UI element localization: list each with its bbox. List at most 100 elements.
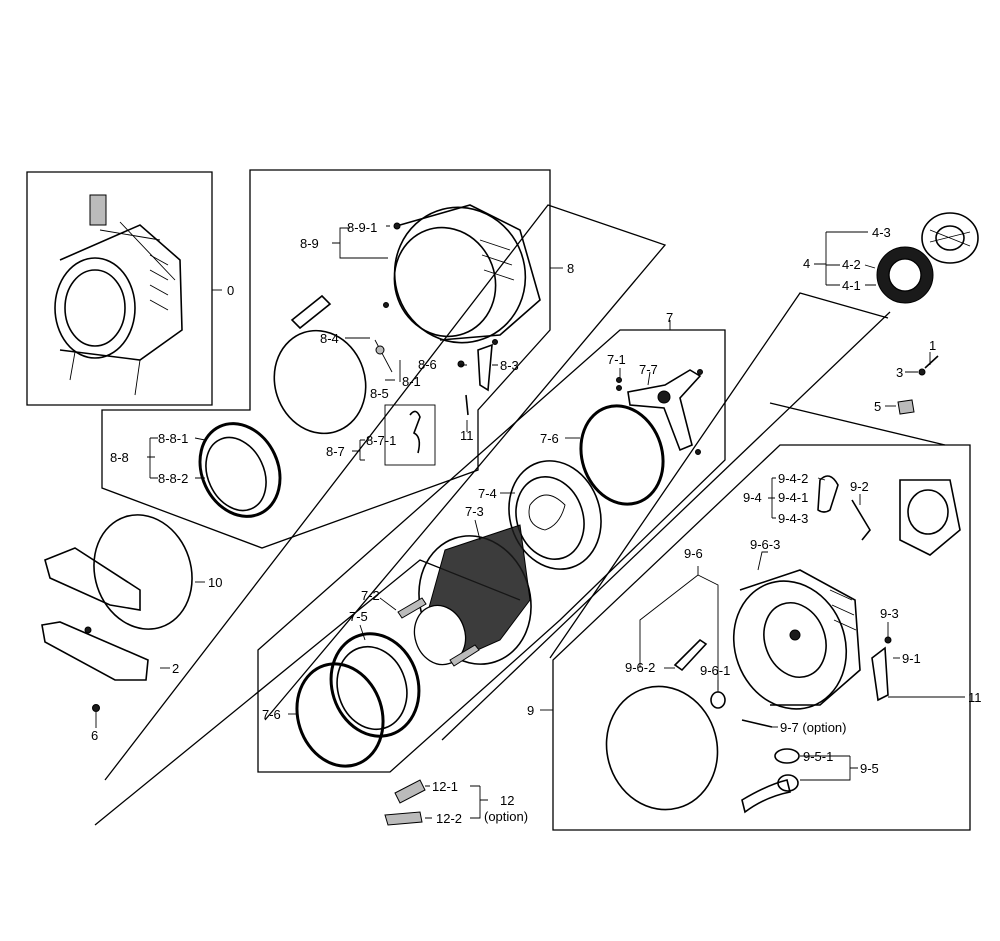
label-8-6: 8-6 — [418, 357, 437, 372]
ring-7-6-upper — [579, 404, 665, 506]
diagonal-guide-1 — [104, 204, 667, 781]
label-8-4: 8-4 — [320, 331, 339, 346]
label-9-7: 9-7 (option) — [780, 720, 846, 735]
drum-7-3 — [413, 524, 532, 666]
label-9-3: 9-3 — [880, 606, 899, 621]
diagonal-guide-4 — [769, 402, 946, 446]
screw-upper — [84, 626, 92, 634]
label-8-8: 8-8 — [110, 450, 129, 465]
label-7-4: 7-4 — [478, 486, 497, 501]
label-11-right: 11 — [968, 690, 982, 705]
seal-part-10 — [93, 514, 193, 630]
label-9-4-1: 9-4-1 — [778, 490, 808, 505]
label-9-5: 9-5 — [860, 761, 879, 776]
label-9-2: 9-2 — [850, 479, 869, 494]
pulley-4-3 — [921, 212, 979, 264]
label-8-8-1: 8-8-1 — [158, 431, 188, 446]
label-12-option: (option) — [484, 809, 528, 824]
lifter-7-2 — [397, 597, 480, 667]
screw-1 — [924, 355, 939, 369]
label-10: 10 — [208, 575, 222, 590]
label-7-6-lower: 7-6 — [262, 707, 281, 722]
label-8-1: 8-1 — [402, 374, 421, 389]
label-9-4-3: 9-4-3 — [778, 511, 808, 526]
damper-8-3 — [457, 339, 498, 392]
spider-7-7 — [627, 369, 703, 455]
diagonal-guide-3 — [441, 311, 891, 741]
hinge-8-4 — [290, 294, 393, 373]
leader-lines — [95, 225, 965, 819]
label-4-1: 4-1 — [842, 278, 861, 293]
stator-4-2 — [876, 246, 934, 304]
tub-rear-part-9 — [732, 569, 861, 710]
label-12-2: 12-2 — [436, 811, 462, 826]
label-2: 2 — [172, 661, 179, 676]
label-8-5: 8-5 — [370, 386, 389, 401]
label-4-2: 4-2 — [842, 257, 861, 272]
label-1: 1 — [929, 338, 936, 353]
heater-bracket-9-4 — [817, 475, 871, 541]
label-8-7: 8-7 — [326, 444, 345, 459]
door-ring-8-8-outer — [198, 422, 282, 518]
bracket-part-2 — [41, 621, 149, 681]
label-5: 5 — [874, 399, 881, 414]
sensor-9-6-2 — [673, 638, 708, 672]
bracket-upper — [44, 547, 141, 611]
label-7-6-upper: 7-6 — [540, 431, 559, 446]
heater-9-7 — [741, 719, 773, 728]
door-ring-8-8-inner — [205, 436, 267, 512]
label-7-2: 7-2 — [361, 588, 380, 603]
ring-7-5 — [329, 632, 421, 738]
screw-6 — [92, 704, 100, 712]
label-8-8-2: 8-8-2 — [158, 471, 188, 486]
rear-cover-9-6-3 — [899, 479, 961, 556]
label-9-5-1: 9-5-1 — [803, 749, 833, 764]
group-9-frame — [552, 444, 971, 831]
tub-assembly-part-0 — [54, 194, 183, 396]
label-12: 12 — [500, 793, 514, 808]
seal-9-6 — [605, 685, 719, 811]
label-8-3: 8-3 — [500, 358, 519, 373]
bolt-3 — [918, 368, 926, 376]
clip-12-1 — [394, 779, 426, 804]
label-4-3: 4-3 — [872, 225, 891, 240]
label-9-4: 9-4 — [743, 490, 762, 505]
gasket-9-6-1 — [710, 691, 726, 709]
group-7-frame — [257, 329, 726, 773]
label-8-9-1: 8-9-1 — [347, 220, 377, 235]
label-7: 7 — [666, 310, 673, 325]
label-9-6: 9-6 — [684, 546, 703, 561]
label-0: 0 — [227, 283, 234, 298]
damper-9-1 — [871, 646, 889, 702]
screw-11 — [465, 394, 469, 416]
label-6: 6 — [91, 728, 98, 743]
bolt-7-1 — [616, 377, 622, 391]
sensor-box-8-7 — [384, 404, 436, 466]
label-9: 9 — [527, 703, 534, 718]
gasket-8-5 — [273, 329, 367, 435]
group-0-frame — [26, 171, 213, 406]
tub-front-part-8 — [393, 204, 541, 344]
label-8: 8 — [567, 261, 574, 276]
label-11-top: 11 — [460, 428, 474, 443]
diagonal-guide-2 — [549, 292, 889, 659]
clip-12-2 — [384, 811, 423, 826]
label-9-1: 9-1 — [902, 651, 921, 666]
label-8-7-1: 8-7-1 — [366, 433, 396, 448]
label-7-3: 7-3 — [465, 504, 484, 519]
label-8-9: 8-9 — [300, 236, 319, 251]
hardware-8-9-1 — [393, 222, 401, 230]
label-9-6-2: 9-6-2 — [625, 660, 655, 675]
label-7-7: 7-7 — [639, 362, 658, 377]
group-8-frame — [101, 169, 551, 549]
label-9-4-2: 9-4-2 — [778, 471, 808, 486]
ring-7-6-lower — [295, 662, 385, 768]
label-9-6-3: 9-6-3 — [750, 537, 780, 552]
sensor-8-7-1 — [409, 410, 421, 454]
label-3: 3 — [896, 365, 903, 380]
label-12-1: 12-1 — [432, 779, 458, 794]
label-4: 4 — [803, 256, 810, 271]
label-7-5: 7-5 — [349, 609, 368, 624]
clip-5 — [897, 399, 915, 415]
